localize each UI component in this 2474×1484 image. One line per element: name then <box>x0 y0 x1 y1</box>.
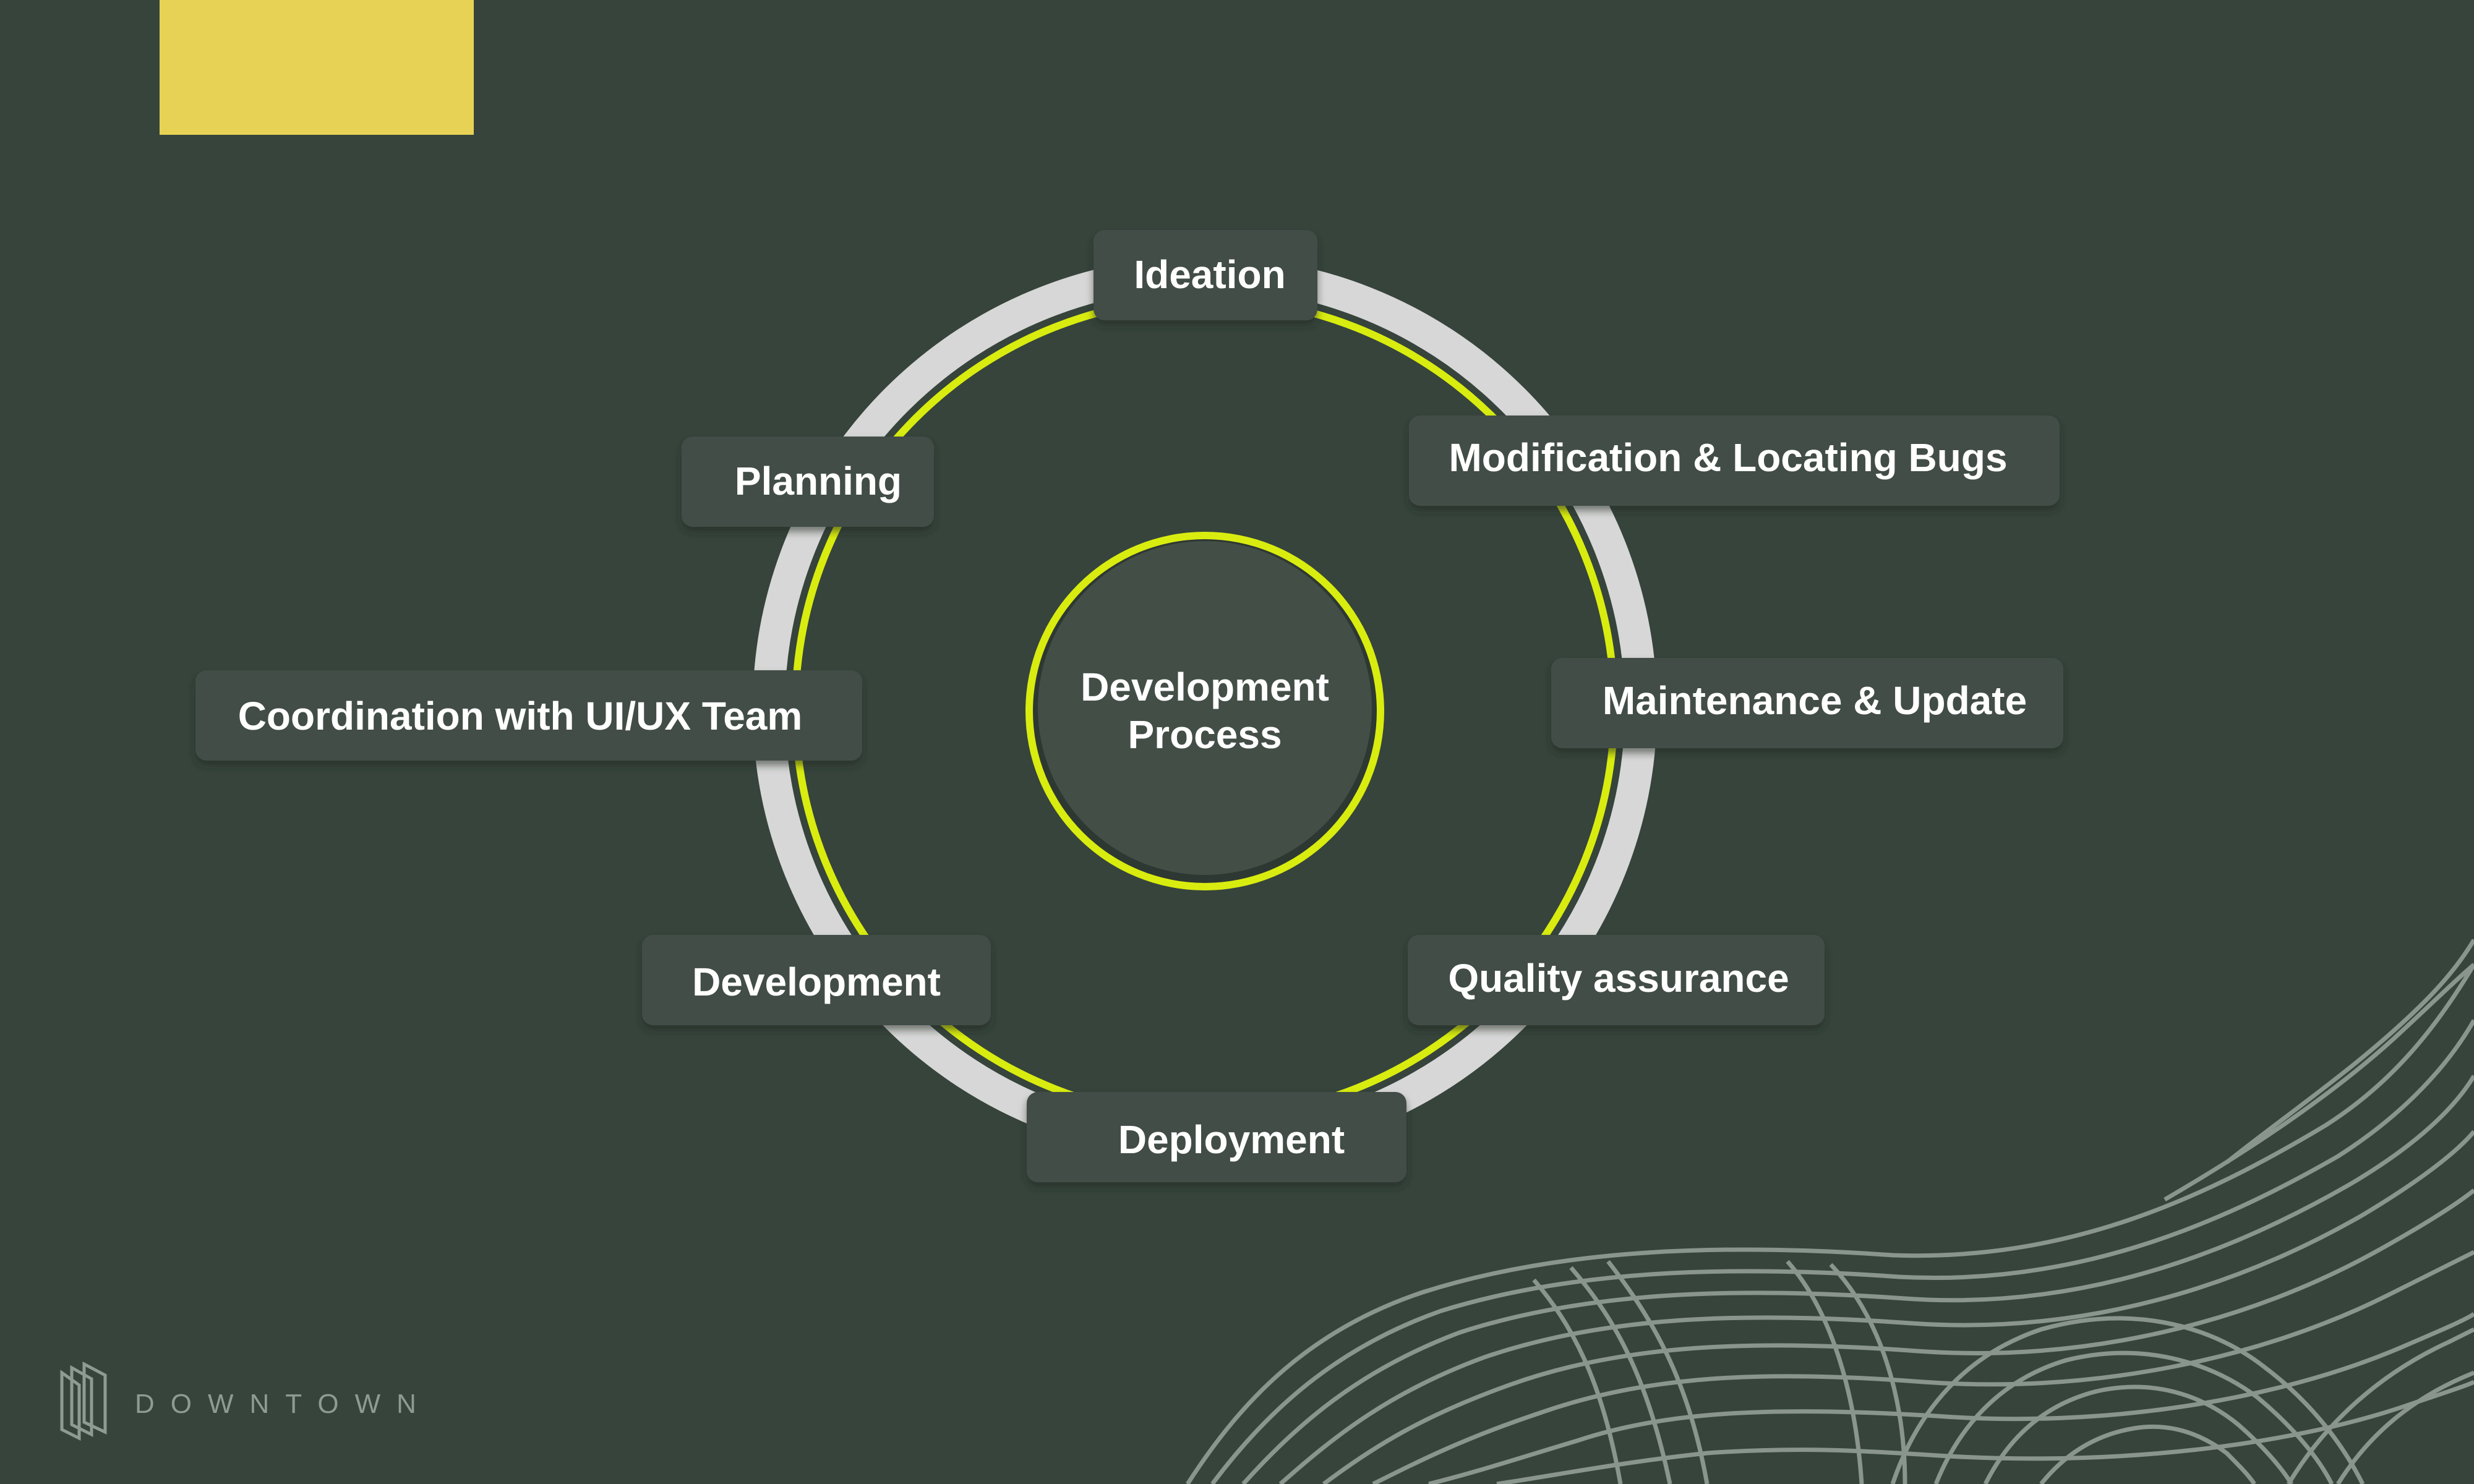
stage-label-deployment: Deployment <box>1118 1117 1345 1162</box>
decorative-contour-lines <box>1186 939 2474 1484</box>
stage-coordination <box>195 670 862 761</box>
stage-ideation <box>1094 230 1317 320</box>
stage-deployment <box>1027 1092 1406 1182</box>
stage-planning <box>682 437 934 527</box>
stage-development <box>642 935 991 1025</box>
center-node: Development Process <box>1025 532 1384 890</box>
stage-label-ideation: Ideation <box>1134 252 1285 297</box>
stage-quality-assurance <box>1408 935 1825 1025</box>
stage-label-quality: Quality assurance <box>1448 956 1789 1000</box>
center-title-line2: Process <box>1128 712 1282 757</box>
stage-maintenance <box>1551 658 2063 748</box>
center-title-line1: Development <box>1081 665 1329 709</box>
stage-label-planning: Planning <box>735 459 902 503</box>
stage-label-modification: Modification & Locating Bugs <box>1449 435 2007 480</box>
accent-block <box>160 0 474 135</box>
building-logo-icon <box>60 1361 107 1441</box>
brand-name: DOWNTOWN <box>135 1389 432 1419</box>
stage-modification <box>1409 416 2060 506</box>
stage-label-maintenance: Maintenance & Update <box>1603 678 2027 723</box>
stage-label-development: Development <box>692 960 941 1004</box>
stage-label-coordination: Coordination with UI/UX Team <box>238 694 803 738</box>
